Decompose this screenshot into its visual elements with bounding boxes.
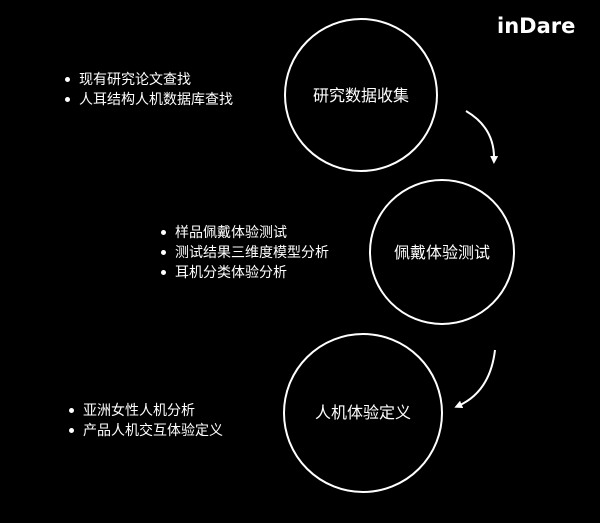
step-2-bullet-list: 样品佩戴体验测试 测试结果三维度模型分析 耳机分类体验分析 xyxy=(161,223,329,283)
brand-logo: inDare xyxy=(497,14,576,38)
step-2-label: 佩戴体验测试 xyxy=(394,243,490,262)
step-2-circle xyxy=(369,179,515,325)
arrow-step2-to-step3 xyxy=(454,349,496,409)
step-3-circle xyxy=(283,333,443,493)
step-3-label: 人机体验定义 xyxy=(315,403,411,422)
bullet-item: 测试结果三维度模型分析 xyxy=(161,243,329,263)
arrow-step1-to-step2 xyxy=(465,110,499,164)
step-1-bullet-list: 现有研究论文查找 人耳结构人机数据库查找 xyxy=(65,70,233,110)
bullet-item: 现有研究论文查找 xyxy=(65,70,233,90)
step-3-bullet-list: 亚洲女性人机分析 产品人机交互体验定义 xyxy=(69,401,223,441)
bullet-item: 耳机分类体验分析 xyxy=(161,263,329,283)
step-1-label: 研究数据收集 xyxy=(313,86,409,105)
bullet-item: 亚洲女性人机分析 xyxy=(69,401,223,421)
bullet-item: 人耳结构人机数据库查找 xyxy=(65,90,233,110)
bullet-item: 产品人机交互体验定义 xyxy=(69,421,223,441)
bullet-item: 样品佩戴体验测试 xyxy=(161,223,329,243)
step-1-circle xyxy=(284,18,438,172)
